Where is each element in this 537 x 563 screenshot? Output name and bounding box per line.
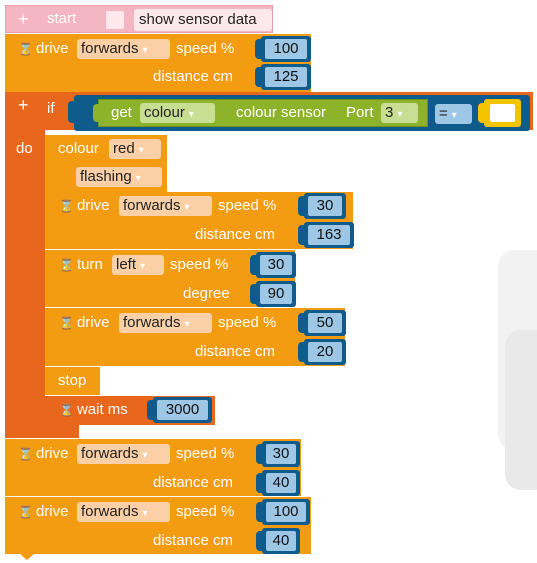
turn-degree-input[interactable]: 90 [250,281,296,307]
drive-b-label: ⌛drive [59,314,110,331]
colour-label: colour [58,140,99,157]
drive-1-direction-dropdown[interactable]: forwards▾ [77,39,170,59]
turn-direction-dropdown[interactable]: left▾ [112,255,164,275]
drive-2-direction-dropdown[interactable]: forwards▾ [77,444,170,464]
drive-a-direction-dropdown[interactable]: forwards▾ [119,196,212,216]
drive-3-distance-label: distance cm [153,532,234,549]
show-sensor-label: show sensor data [139,11,257,28]
wait-ms-input[interactable]: 3000 [147,397,212,423]
drive-a-speed-input[interactable]: 30 [298,193,346,219]
show-sensor-checkbox[interactable] [106,11,124,29]
drive-2-distance-label: distance cm [153,474,234,491]
get-label: get [111,104,132,121]
hourglass-icon: ⌛ [18,505,33,519]
drive-2-speed-input[interactable]: 30 [256,441,300,467]
drive-2-distance-input[interactable]: 40 [256,470,300,496]
turn-degree-label: degree [183,285,230,302]
drive-b-speed-label: speed % [218,314,277,331]
hourglass-icon: ⌛ [59,316,74,330]
hourglass-icon: ⌛ [59,403,74,417]
drive-a-speed-label: speed % [218,197,277,214]
drive-1-speed-input[interactable]: 100 [255,36,311,62]
drive-a-label: ⌛drive [59,197,110,214]
drive-b-direction-dropdown[interactable]: forwards▾ [119,313,212,333]
stop-block[interactable] [45,367,100,395]
get-colour-sensor-block[interactable]: get colour▾ colour sensor Port 3▾ [98,99,428,127]
drive-3-distance-input[interactable]: 40 [256,528,300,554]
start-block[interactable]: + start show sensor data [5,5,273,33]
drive-3-direction-dropdown[interactable]: forwards▾ [77,502,170,522]
drive-3-speed-input[interactable]: 100 [256,499,310,525]
turn-speed-input[interactable]: 30 [250,252,296,278]
colour-mode-dropdown[interactable]: flashing▾ [76,167,162,187]
drive-3-label: ⌛drive [18,503,69,520]
colour-swatch[interactable] [490,104,515,122]
colour-picker-block[interactable] [478,99,521,127]
drive-3-bottom-notch [20,554,34,560]
drive-2-label: ⌛drive [18,445,69,462]
wait-label: ⌛wait ms [59,401,128,418]
hourglass-icon: ⌛ [18,447,33,461]
plus-icon[interactable]: + [18,9,29,29]
if-block-spine [5,130,45,438]
turn-speed-label: speed % [170,256,229,273]
if-plus-icon[interactable]: + [18,95,29,115]
turn-label: ⌛turn [59,256,103,273]
do-label: do [16,140,33,157]
show-sensor-label-box [134,9,272,31]
start-label: start [47,10,77,27]
drive-1-distance-input[interactable]: 125 [255,64,311,90]
drive-b-distance-label: distance cm [195,343,276,360]
drive-2-speed-label: speed % [176,445,235,462]
if-block-foot [5,425,79,438]
operator-dropdown[interactable]: =▾ [435,104,472,124]
port-dropdown[interactable]: 3▾ [381,103,418,123]
colour-value-dropdown[interactable]: red▾ [109,139,161,159]
hourglass-icon: ⌛ [59,258,74,272]
hourglass-icon: ⌛ [59,199,74,213]
stop-label: stop [58,372,87,389]
port-label: Port [346,104,374,121]
colour-picker-nib [478,103,486,123]
drive-1-distance-label: distance cm [153,68,234,85]
drive-1-label: ⌛drive [18,40,69,57]
drive-1-speed-label: speed % [176,40,235,57]
hourglass-icon: ⌛ [18,42,33,56]
get-what-dropdown[interactable]: colour▾ [140,103,215,123]
drive-3-speed-label: speed % [176,503,235,520]
colour-block-left-spine [45,135,69,195]
if-label: if [47,100,55,117]
get-sensor-nib [93,104,101,122]
drive-b-distance-input[interactable]: 20 [298,339,346,365]
compare-nib [68,101,78,123]
background-robot-decoration-2 [505,330,537,490]
drive-a-distance-label: distance cm [195,226,276,243]
drive-a-distance-input[interactable]: 163 [298,222,354,248]
colour-sensor-label: colour sensor [236,104,327,121]
drive-b-speed-input[interactable]: 50 [298,310,346,336]
